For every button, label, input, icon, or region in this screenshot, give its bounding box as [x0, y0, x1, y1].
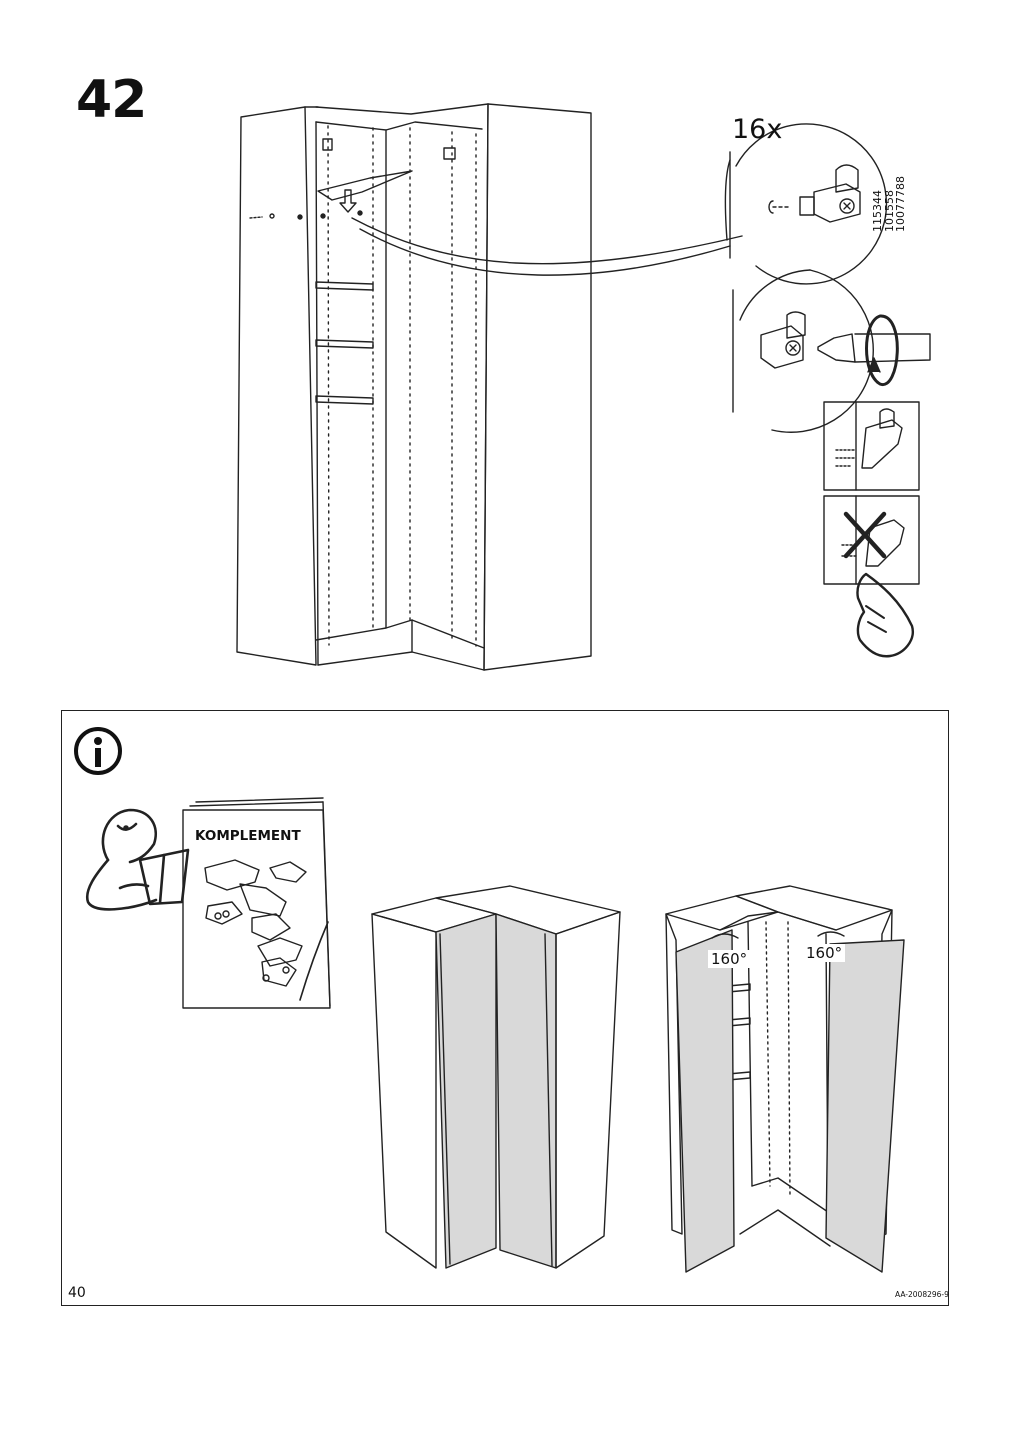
callout-lines [351, 217, 743, 276]
fitting-quantity: 16x [732, 114, 783, 145]
pointing-hand-icon [856, 572, 914, 658]
connector-detail-circle [724, 123, 888, 285]
right-door-angle-label: 160° [803, 944, 846, 962]
komplement-booklet [182, 797, 331, 1009]
closed-corner-wardrobe [371, 885, 621, 1269]
part-number: 115344 [871, 190, 884, 232]
information-panel [61, 710, 949, 1306]
tightening-detail-circle [732, 269, 931, 433]
corner-wardrobe-frame [236, 103, 592, 671]
part-numbers: 115344 101558 10077788 [871, 112, 907, 232]
document-code: AA-2008296-9 [895, 1290, 949, 1299]
page-number: 40 [68, 1285, 86, 1301]
left-door-angle-label: 160° [708, 950, 751, 968]
step-number: 42 [76, 70, 147, 130]
reading-person-icon [85, 808, 190, 911]
info-icon [74, 727, 122, 775]
incorrect-mounting-panel [823, 495, 920, 585]
part-number: 10077788 [894, 176, 907, 232]
correct-mounting-panel [823, 401, 920, 491]
booklet-title: KOMPLEMENT [195, 828, 301, 844]
